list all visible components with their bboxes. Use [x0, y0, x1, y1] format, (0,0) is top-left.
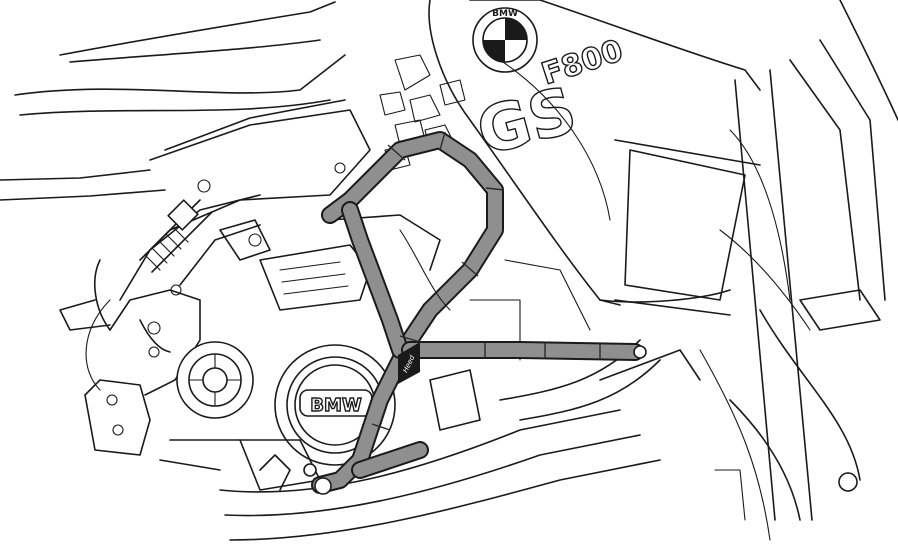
- brand-roundel: BMW: [472, 7, 538, 73]
- front-fork: [699, 0, 898, 541]
- footpeg-bracket: [59, 259, 151, 456]
- alternator-cover: [176, 341, 254, 419]
- engine-cover-brand: BMW: [310, 395, 362, 416]
- roundel-text: BMW: [492, 9, 518, 19]
- rear-shock: [139, 199, 213, 273]
- cables: [85, 59, 811, 391]
- crash-bar: Heed: [303, 131, 647, 495]
- bar-brand-decal: Heed: [398, 342, 420, 384]
- radiator: [614, 139, 761, 316]
- tank-panel: BMW F800 GS: [379, 0, 761, 306]
- seat-outline: [0, 1, 346, 201]
